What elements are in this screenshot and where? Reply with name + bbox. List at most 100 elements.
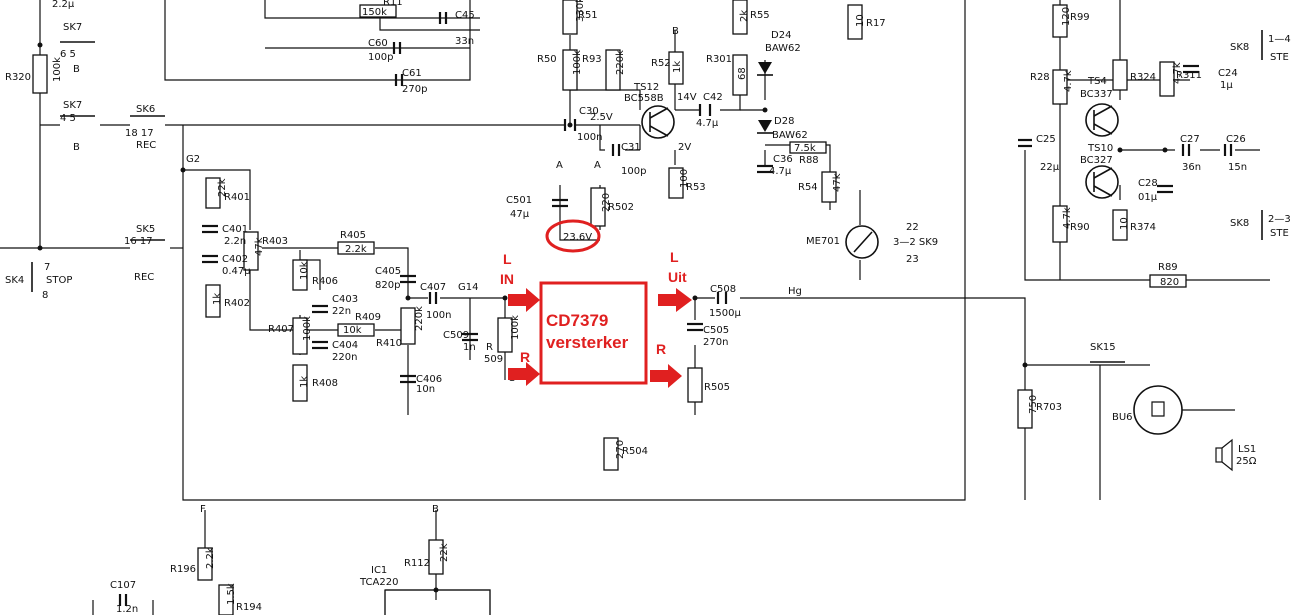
svg-text:100: 100: [679, 169, 690, 188]
svg-text:220k: 220k: [414, 306, 425, 331]
svg-text:R28: R28: [1030, 72, 1050, 83]
svg-text:R99: R99: [1070, 12, 1090, 23]
svg-text:C107: C107: [110, 580, 136, 591]
svg-text:23.6V: 23.6V: [563, 232, 592, 243]
svg-text:R409: R409: [355, 312, 381, 323]
svg-text:BC558B: BC558B: [624, 93, 664, 104]
transistors: [641, 103, 1119, 199]
svg-text:22k: 22k: [439, 543, 450, 562]
svg-text:1µ: 1µ: [1220, 80, 1233, 91]
svg-text:100n: 100n: [577, 132, 602, 143]
svg-text:R505: R505: [704, 382, 730, 393]
svg-text:R406: R406: [312, 276, 338, 287]
svg-text:TCA220: TCA220: [359, 577, 398, 588]
svg-text:C406: C406: [416, 374, 442, 385]
svg-text:150k: 150k: [362, 7, 387, 18]
svg-text:68: 68: [737, 67, 748, 80]
svg-text:1—4: 1—4: [1268, 34, 1291, 45]
ic1-box: [384, 589, 491, 615]
svg-text:2k: 2k: [739, 10, 750, 22]
svg-text:C401: C401: [222, 224, 248, 235]
svg-text:1k: 1k: [212, 293, 223, 305]
svg-text:C505: C505: [703, 325, 729, 336]
svg-text:REC: REC: [134, 272, 154, 283]
resistor-r52: [668, 51, 684, 85]
svg-text:100k: 100k: [302, 316, 313, 341]
svg-text:R324: R324: [1130, 72, 1156, 83]
resistor-r408: [292, 364, 308, 402]
svg-text:2.2µ: 2.2µ: [52, 0, 75, 10]
svg-text:C508: C508: [710, 284, 736, 295]
svg-text:IC1: IC1: [371, 565, 387, 576]
transistor-ts12: [641, 105, 675, 139]
svg-text:509: 509: [484, 354, 503, 365]
resistor-r324: [1112, 59, 1128, 91]
svg-text:10: 10: [1119, 217, 1130, 230]
svg-text:STOP: STOP: [46, 275, 72, 286]
arrow-right-out: [650, 364, 682, 388]
svg-text:C31: C31: [621, 142, 641, 153]
svg-text:R11: R11: [383, 0, 403, 8]
svg-text:1.2n: 1.2n: [116, 604, 138, 615]
svg-text:SK8: SK8: [1230, 218, 1249, 229]
svg-text:10k: 10k: [343, 325, 362, 336]
svg-text:R403: R403: [262, 236, 288, 247]
svg-text:4.7k: 4.7k: [1063, 70, 1074, 92]
svg-text:R90: R90: [1070, 222, 1090, 233]
svg-text:BAW62: BAW62: [765, 43, 801, 54]
svg-text:R405: R405: [340, 230, 366, 241]
svg-text:R311: R311: [1176, 70, 1202, 81]
svg-text:C28: C28: [1138, 178, 1158, 189]
transistor-ts10: [1085, 165, 1119, 199]
svg-text:B: B: [432, 504, 439, 515]
resistor-r89: [1149, 274, 1187, 288]
svg-text:4.7k: 4.7k: [1062, 207, 1073, 229]
svg-text:STE: STE: [1270, 52, 1289, 63]
resistor-r502: [590, 187, 606, 227]
label-r-out: R: [656, 341, 666, 357]
resistor-r194: [218, 584, 234, 615]
svg-text:C25: C25: [1036, 134, 1056, 145]
svg-text:C407: C407: [420, 282, 446, 293]
svg-text:BC327: BC327: [1080, 155, 1113, 166]
svg-text:R401: R401: [224, 192, 250, 203]
resistor-r320: [32, 54, 48, 94]
amplifier-name: CD7379: [546, 311, 608, 330]
svg-text:820: 820: [1160, 277, 1179, 288]
svg-text:16 17: 16 17: [124, 236, 153, 247]
svg-text:1.5k: 1.5k: [226, 583, 237, 605]
svg-text:25Ω: 25Ω: [1236, 456, 1257, 467]
svg-text:6 5: 6 5: [60, 49, 76, 60]
svg-text:R54: R54: [798, 182, 818, 193]
svg-text:C45: C45: [455, 10, 475, 21]
resistor-r53: [668, 167, 684, 199]
svg-text:7: 7: [44, 262, 50, 273]
svg-text:C501: C501: [506, 195, 532, 206]
svg-text:22k: 22k: [217, 178, 228, 197]
svg-text:4.7µ: 4.7µ: [769, 166, 792, 177]
svg-text:R408: R408: [312, 378, 338, 389]
svg-text:C26: C26: [1226, 134, 1246, 145]
diode-d28: [758, 120, 772, 132]
resistor-r196: [197, 547, 213, 581]
resistor-r403: [243, 231, 259, 271]
svg-text:TS4: TS4: [1087, 76, 1107, 87]
svg-text:2.2k: 2.2k: [345, 244, 367, 255]
svg-text:1500µ: 1500µ: [709, 308, 741, 319]
svg-text:100n: 100n: [426, 310, 451, 321]
resistor-r405: [337, 241, 375, 255]
svg-text:22n: 22n: [332, 306, 351, 317]
svg-text:14V: 14V: [677, 92, 697, 103]
svg-text:SK4: SK4: [5, 275, 24, 286]
svg-text:TS12: TS12: [633, 82, 659, 93]
amplifier-box: [539, 281, 648, 385]
svg-text:100k: 100k: [52, 57, 63, 82]
svg-text:REC: REC: [136, 140, 156, 151]
svg-text:B: B: [672, 26, 679, 37]
svg-text:R502: R502: [608, 202, 634, 213]
resistor-r401: [205, 177, 221, 209]
ground-wire: [182, 0, 966, 501]
svg-text:R112: R112: [404, 558, 430, 569]
svg-text:2—3: 2—3: [1268, 214, 1291, 225]
svg-text:B: B: [73, 64, 80, 75]
